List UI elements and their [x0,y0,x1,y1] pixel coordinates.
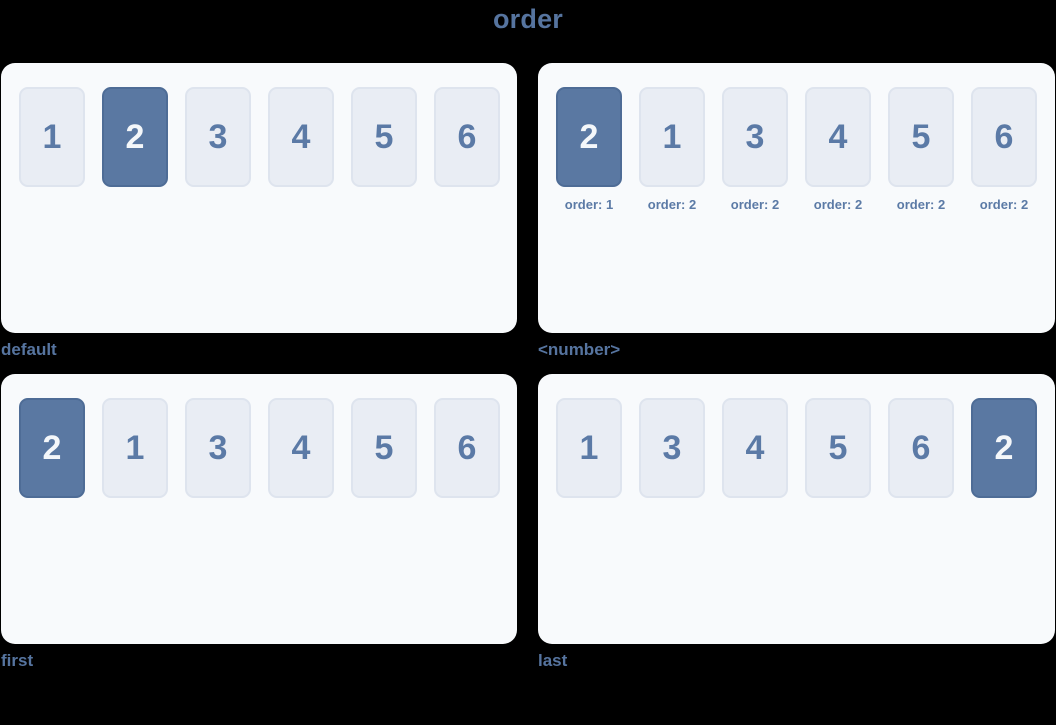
flex-item: 4 order: 2 [805,87,871,212]
flex-item-box-highlighted: 2 [971,398,1037,498]
demo-last-caption: last [538,651,568,670]
flex-item-box: 6 [434,398,500,498]
order-value-label: order: 2 [896,197,946,212]
demo-default-panel: 1 2 3 4 5 6 [1,63,517,333]
flex-item-box: 4 [805,87,871,187]
page-title: order [492,4,564,34]
flex-item-box: 1 [19,87,85,187]
flex-item-box: 4 [268,398,334,498]
demo-default: 1 2 3 4 5 6 default [1,63,517,360]
demo-number-panel: 2 order: 1 1 order: 2 3 order: 2 4 order… [538,63,1055,333]
flex-item-box: 5 [351,87,417,187]
order-value-label: order: 1 [564,197,614,212]
order-value-label: order: 2 [647,197,697,212]
demo-first-panel: 2 1 3 4 5 6 [1,374,517,644]
flex-item-box: 3 [722,87,788,187]
order-value-label: order: 2 [979,197,1029,212]
demo-grid: 1 2 3 4 5 6 default 2 order: 1 1 order: … [0,63,1056,671]
flex-item-box: 6 [971,87,1037,187]
flex-item-box: 1 [102,398,168,498]
flex-item-box: 3 [185,398,251,498]
flex-item: 6 order: 2 [971,87,1037,212]
flex-item-box: 4 [268,87,334,187]
flex-item-box: 1 [556,398,622,498]
flex-item-box-highlighted: 2 [19,398,85,498]
demo-default-caption: default [1,340,57,359]
order-value-label: order: 2 [813,197,863,212]
flex-item-box: 1 [639,87,705,187]
flex-item-box: 5 [351,398,417,498]
flex-item-box-highlighted: 2 [556,87,622,187]
flex-item-box: 5 [888,87,954,187]
demo-number: 2 order: 1 1 order: 2 3 order: 2 4 order… [538,63,1055,360]
flex-item-box: 6 [434,87,500,187]
flex-item: 1 order: 2 [639,87,705,212]
flex-item-box: 4 [722,398,788,498]
demo-last-panel: 1 3 4 5 6 2 [538,374,1055,644]
flex-item: 5 order: 2 [888,87,954,212]
flex-item-box: 6 [888,398,954,498]
demo-last: 1 3 4 5 6 2 last [538,374,1055,671]
flex-item-box: 3 [639,398,705,498]
flex-item-box-highlighted: 2 [102,87,168,187]
demo-first-caption: first [1,651,34,670]
flex-item-box: 5 [805,398,871,498]
demo-first: 2 1 3 4 5 6 first [1,374,517,671]
demo-number-caption: <number> [538,340,621,359]
flex-item: 3 order: 2 [722,87,788,212]
flex-item-box: 3 [185,87,251,187]
flex-item: 2 order: 1 [556,87,622,212]
order-value-label: order: 2 [730,197,780,212]
